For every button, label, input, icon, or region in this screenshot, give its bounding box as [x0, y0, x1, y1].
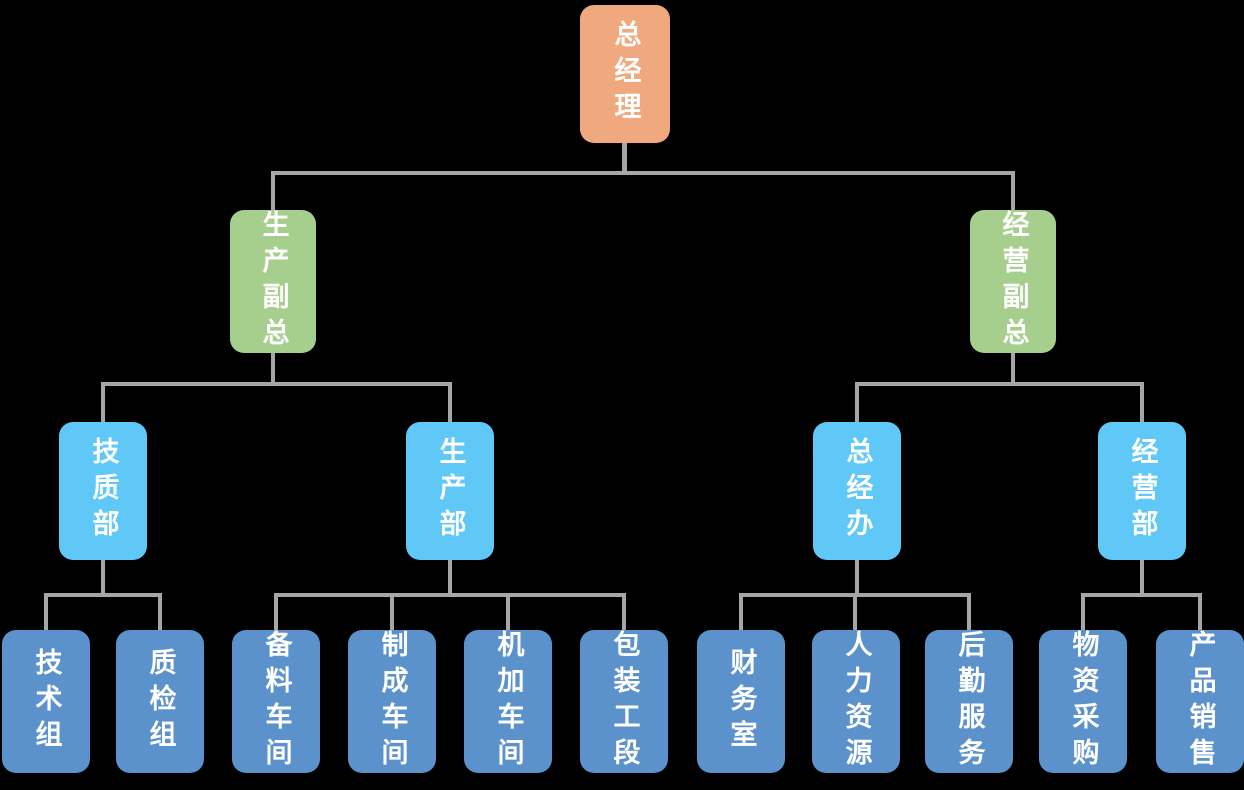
org-node-machining-workshop-label: 机加车间	[493, 629, 524, 774]
org-node-finance-office-label: 财务室	[726, 647, 757, 756]
org-node-gm-office-label: 总经办	[842, 437, 873, 545]
connector-drop-packaging	[622, 593, 626, 630]
org-node-business-vp: 经营副总	[970, 209, 1056, 354]
org-node-human-resources-label: 人力资源	[841, 629, 872, 774]
org-node-general-manager-label: 总经理	[610, 20, 641, 128]
connector-drop-purchasing	[1081, 593, 1085, 630]
connector-business-vp-stem	[1011, 353, 1015, 384]
connector-tech-quality-stem	[101, 560, 105, 595]
connector-drop-finishing	[390, 593, 394, 630]
org-node-packaging-section-label: 包装工段	[609, 629, 640, 774]
connector-gm-office-stem	[855, 560, 859, 595]
connector-business-dept-horizontal	[1081, 593, 1202, 597]
connector-drop-gm-office	[855, 382, 859, 422]
connector-level1-horizontal	[271, 171, 1015, 175]
org-node-tech-quality-dept-label: 技质部	[88, 437, 119, 545]
connector-drop-production-vp	[271, 171, 275, 210]
connector-drop-tech-quality-dept	[101, 382, 105, 422]
connector-drop-logistics	[967, 593, 971, 630]
org-node-business-dept-label: 经营部	[1127, 437, 1158, 545]
org-node-production-dept-label: 生产部	[435, 437, 466, 545]
org-node-material-prep-workshop: 备料车间	[232, 629, 320, 774]
org-node-production-vp-label: 生产副总	[258, 209, 289, 354]
org-node-human-resources: 人力资源	[812, 629, 900, 774]
org-node-finishing-workshop: 制成车间	[348, 629, 436, 774]
org-node-material-purchasing: 物资采购	[1039, 629, 1127, 774]
connector-drop-production-dept	[448, 382, 452, 422]
connector-drop-business-vp	[1011, 171, 1015, 210]
connector-drop-tech-group	[44, 593, 48, 630]
org-node-tech-group: 技术组	[2, 630, 90, 773]
connector-production-vp-stem	[271, 353, 275, 384]
org-node-material-prep-workshop-label: 备料车间	[261, 629, 292, 774]
connector-production-dept-horizontal	[274, 593, 626, 597]
org-node-finance-office: 财务室	[697, 630, 785, 773]
connector-gm-stem	[622, 143, 627, 173]
org-node-production-vp: 生产副总	[230, 209, 316, 354]
org-node-logistics-service: 后勤服务	[925, 629, 1013, 774]
connector-drop-finance	[739, 593, 743, 630]
org-node-machining-workshop: 机加车间	[464, 629, 552, 774]
connector-drop-material-prep	[274, 593, 278, 630]
org-node-quality-group: 质检组	[116, 630, 204, 773]
connector-production-dept-stem	[448, 560, 452, 595]
connector-drop-quality-group	[158, 593, 162, 630]
connector-production-vp-horizontal	[101, 382, 452, 386]
org-node-tech-quality-dept: 技质部	[59, 422, 147, 560]
org-node-general-manager: 总经理	[580, 5, 670, 143]
connector-drop-sales	[1198, 593, 1202, 630]
org-node-gm-office: 总经办	[813, 422, 901, 560]
connector-tech-quality-horizontal	[44, 593, 162, 597]
org-node-production-dept: 生产部	[406, 422, 494, 560]
org-node-business-dept: 经营部	[1098, 422, 1186, 560]
connector-drop-machining	[506, 593, 510, 630]
org-node-finishing-workshop-label: 制成车间	[377, 629, 408, 774]
connector-business-dept-stem	[1140, 560, 1144, 595]
org-node-quality-group-label: 质检组	[145, 647, 176, 756]
org-node-product-sales: 产品销售	[1156, 629, 1244, 774]
org-node-business-vp-label: 经营副总	[998, 209, 1029, 354]
org-node-tech-group-label: 技术组	[31, 647, 62, 756]
connector-drop-business-dept	[1140, 382, 1144, 422]
org-node-material-purchasing-label: 物资采购	[1068, 629, 1099, 774]
org-node-packaging-section: 包装工段	[580, 629, 668, 774]
org-node-logistics-service-label: 后勤服务	[954, 629, 985, 774]
org-node-product-sales-label: 产品销售	[1185, 629, 1216, 774]
connector-drop-hr	[853, 593, 857, 630]
connector-business-vp-horizontal	[855, 382, 1144, 386]
